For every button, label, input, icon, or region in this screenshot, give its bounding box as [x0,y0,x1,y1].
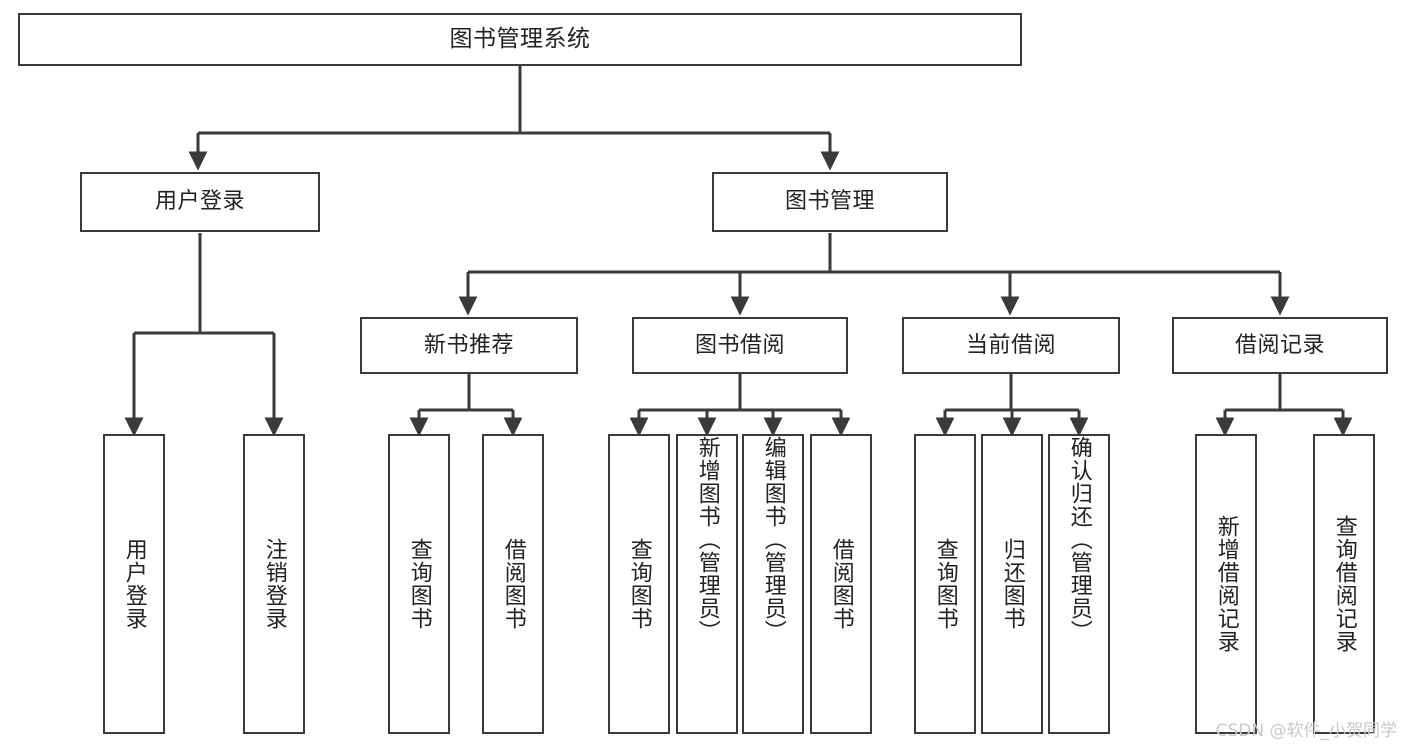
leaf-edit-book[interactable]: 编辑图书（管理员） [742,434,804,734]
leaf-user-login[interactable]: 用户登录 [103,434,165,734]
node-label: 编辑图书（管理员） [760,436,786,643]
leaf-add-book[interactable]: 新增图书（管理员） [676,434,738,734]
node-new-book-recommend[interactable]: 新书推荐 [360,317,578,374]
node-label: 用户登录 [121,538,147,630]
node-current-borrow[interactable]: 当前借阅 [902,317,1120,374]
node-label: 借阅图书 [500,538,526,630]
leaf-query-borrow-record[interactable]: 查询借阅记录 [1313,434,1375,734]
node-book-manage[interactable]: 图书管理 [712,172,948,232]
node-book-borrow[interactable]: 图书借阅 [632,317,848,374]
watermark-text: CSDN @软件_小贺同学 [1215,721,1397,741]
node-label: 图书管理系统 [449,26,591,52]
node-label: 图书借阅 [694,332,785,358]
node-label: 用户登录 [154,189,245,214]
node-label: 新书推荐 [423,332,514,358]
node-label: 确认归还（管理员） [1066,436,1092,643]
leaf-query-book-current[interactable]: 查询图书 [914,434,976,734]
node-user-login[interactable]: 用户登录 [80,172,320,232]
leaf-confirm-return[interactable]: 确认归还（管理员） [1048,434,1110,734]
node-label: 借阅记录 [1234,332,1325,358]
node-label: 查询图书 [406,538,432,630]
leaf-logout[interactable]: 注销登录 [243,434,305,734]
node-label: 查询图书 [932,538,958,630]
leaf-query-book-recommend[interactable]: 查询图书 [388,434,450,734]
leaf-borrow-book-borrow[interactable]: 借阅图书 [810,434,872,734]
node-borrow-record[interactable]: 借阅记录 [1172,317,1388,374]
node-label: 新增借阅记录 [1213,515,1239,653]
node-label: 图书管理 [784,189,875,214]
leaf-return-book[interactable]: 归还图书 [981,434,1043,734]
leaf-add-borrow-record[interactable]: 新增借阅记录 [1195,434,1257,734]
node-root-system[interactable]: 图书管理系统 [18,13,1022,66]
node-label: 借阅图书 [828,538,854,630]
node-label: 当前借阅 [965,332,1056,358]
node-label: 注销登录 [261,538,287,630]
leaf-borrow-book-recommend[interactable]: 借阅图书 [482,434,544,734]
node-label: 归还图书 [999,538,1025,630]
node-label: 新增图书（管理员） [694,436,720,643]
node-label: 查询借阅记录 [1331,515,1357,653]
node-label: 查询图书 [626,538,652,630]
leaf-query-book-borrow[interactable]: 查询图书 [608,434,670,734]
